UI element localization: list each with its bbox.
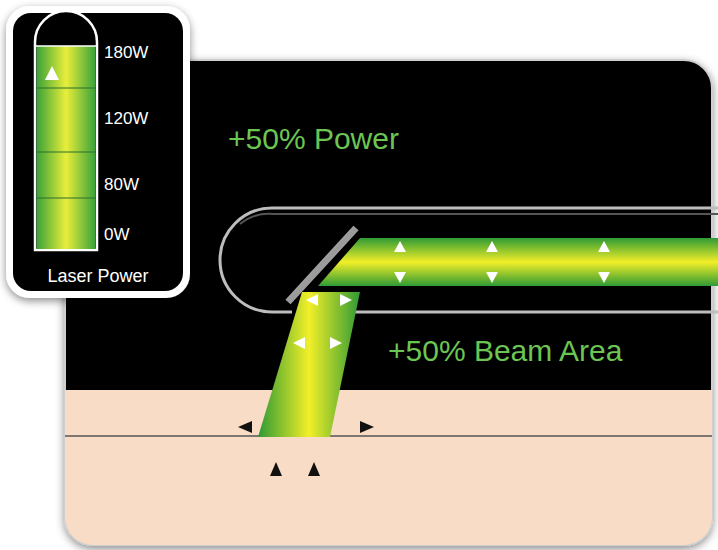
scale-value: 0W (104, 225, 130, 245)
annotation-text: +50% Beam Area (388, 334, 622, 368)
annotation-text: +50% Power (228, 122, 399, 156)
scale-value: 180W (104, 43, 148, 63)
gauge-title: Laser Power (47, 266, 148, 287)
beam-panel: +50% Power +50% Beam Area (65, 60, 712, 545)
scale-value: 120W (104, 109, 148, 129)
gauge-panel: Laser Power (13, 13, 183, 291)
scale-value: 80W (104, 175, 139, 195)
